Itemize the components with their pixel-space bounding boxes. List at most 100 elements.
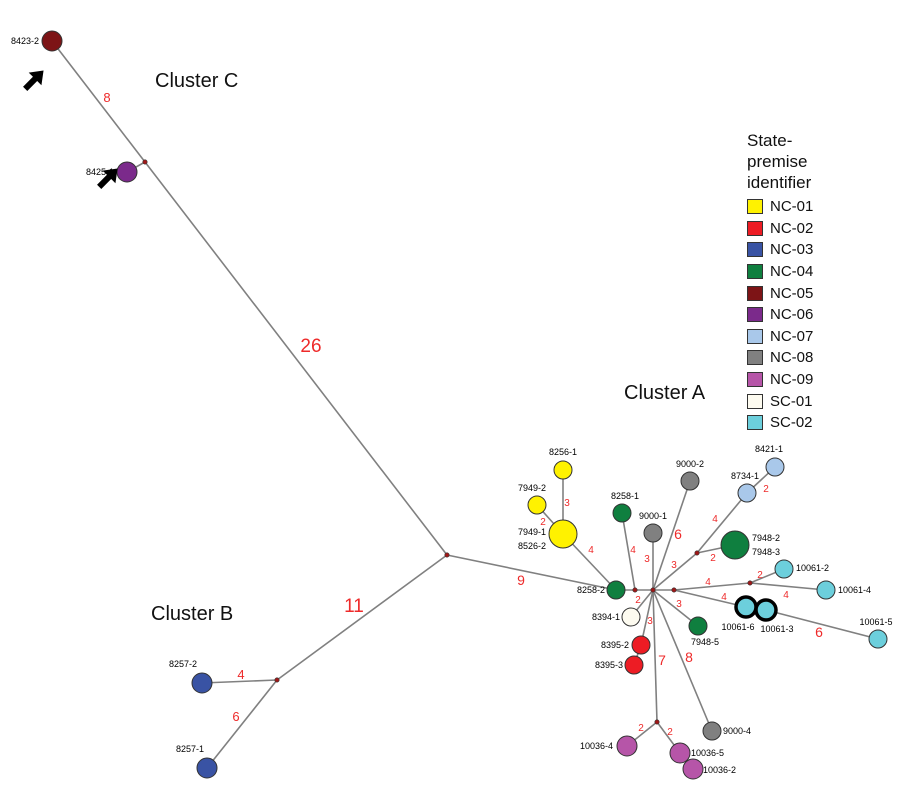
edge-weight-label: 9 bbox=[517, 572, 525, 588]
isolate-node[interactable] bbox=[643, 523, 663, 543]
edge-weight-label: 4 bbox=[237, 667, 244, 682]
isolate-node[interactable] bbox=[631, 635, 651, 655]
isolate-label: 9000-1 bbox=[639, 511, 667, 521]
edge-weight-label: 4 bbox=[588, 545, 594, 556]
isolate-node[interactable] bbox=[682, 758, 704, 780]
legend-swatch bbox=[747, 307, 763, 323]
isolate-node[interactable] bbox=[527, 495, 547, 515]
isolate-label: 8258-1 bbox=[611, 491, 639, 501]
edge-weight-label: 4 bbox=[783, 590, 789, 601]
legend-label: NC-03 bbox=[770, 241, 814, 259]
isolate-label: 10036-5 bbox=[691, 748, 724, 758]
isolate-node[interactable] bbox=[765, 457, 785, 477]
hypothetical-node bbox=[142, 159, 148, 165]
tree-edge bbox=[446, 554, 617, 591]
cluster-a-label: Cluster A bbox=[624, 382, 706, 404]
tree-edge bbox=[201, 679, 278, 684]
isolate-node[interactable] bbox=[737, 483, 757, 503]
isolate-node[interactable] bbox=[720, 530, 750, 560]
isolate-label: 7948-2 bbox=[752, 533, 780, 543]
isolate-node[interactable] bbox=[702, 721, 722, 741]
legend-item: NC-01 bbox=[747, 196, 837, 218]
isolate-label: 8395-2 bbox=[601, 640, 629, 650]
isolate-label: 8425-1 bbox=[86, 167, 114, 177]
tree-edge bbox=[673, 589, 747, 608]
isolate-label: 10061-3 bbox=[760, 624, 793, 634]
arrow-icon bbox=[97, 168, 118, 189]
legend-title-line: identifier bbox=[747, 173, 812, 192]
edge-weight-label: 4 bbox=[630, 545, 636, 556]
isolate-label: 10036-2 bbox=[703, 765, 736, 775]
legend-item: NC-09 bbox=[747, 369, 837, 391]
isolate-node[interactable] bbox=[191, 672, 213, 694]
isolate-label: 10036-4 bbox=[580, 741, 613, 751]
tree-edge bbox=[652, 589, 658, 723]
isolate-label: 8423-2 bbox=[11, 36, 39, 46]
edge-weight-label: 7 bbox=[658, 652, 666, 668]
legend-label: NC-06 bbox=[770, 306, 814, 324]
isolate-node[interactable] bbox=[680, 471, 700, 491]
isolate-node[interactable] bbox=[116, 161, 138, 183]
legend-item: SC-02 bbox=[747, 412, 837, 434]
isolate-node[interactable] bbox=[734, 595, 758, 619]
isolate-label: 8734-1 bbox=[731, 471, 759, 481]
cluster-c-label: Cluster C bbox=[155, 70, 238, 92]
edge-weight-label: 3 bbox=[564, 498, 570, 509]
legend-item: NC-08 bbox=[747, 347, 837, 369]
isolate-label: 10061-2 bbox=[796, 563, 829, 573]
isolate-node[interactable] bbox=[612, 503, 632, 523]
hypothetical-node bbox=[274, 677, 280, 683]
legend-label: SC-02 bbox=[770, 414, 813, 432]
isolate-label: 7949-1 bbox=[518, 527, 546, 537]
legend-item: NC-07 bbox=[747, 326, 837, 348]
isolate-node[interactable] bbox=[754, 598, 778, 622]
legend-swatch bbox=[747, 350, 763, 366]
isolate-node[interactable] bbox=[196, 757, 218, 779]
isolate-node[interactable] bbox=[816, 580, 836, 600]
edge-weight-label: 2 bbox=[757, 570, 763, 581]
hypothetical-node bbox=[632, 587, 638, 593]
tree-edge bbox=[652, 589, 713, 732]
legend-label: NC-01 bbox=[770, 198, 814, 216]
tree-edge bbox=[51, 40, 146, 163]
isolate-node[interactable] bbox=[868, 629, 888, 649]
hypothetical-node bbox=[747, 580, 753, 586]
edge-weight-label: 3 bbox=[647, 616, 653, 627]
tree-edge bbox=[749, 582, 827, 591]
isolate-node[interactable] bbox=[41, 30, 63, 52]
isolate-node[interactable] bbox=[548, 519, 578, 549]
edge-weight-label: 4 bbox=[721, 592, 727, 603]
isolate-label: 7949-2 bbox=[518, 483, 546, 493]
isolate-node[interactable] bbox=[621, 607, 641, 627]
edge-weight-label: 3 bbox=[676, 599, 682, 610]
legend-label: SC-01 bbox=[770, 392, 813, 410]
hypothetical-node bbox=[694, 550, 700, 556]
legend-swatch bbox=[747, 285, 763, 301]
arrow-icon bbox=[23, 70, 44, 91]
edge-weight-label: 3 bbox=[644, 554, 650, 565]
edge-weight-label: 2 bbox=[635, 595, 641, 606]
legend-swatch bbox=[747, 372, 763, 388]
isolate-label: 8256-1 bbox=[549, 447, 577, 457]
edge-weight-label: 6 bbox=[674, 526, 682, 542]
isolate-node[interactable] bbox=[688, 616, 708, 636]
tree-edge bbox=[621, 512, 636, 591]
legend-swatch bbox=[747, 220, 763, 236]
isolate-label: 8257-2 bbox=[169, 659, 197, 669]
edge-weight-label: 2 bbox=[638, 723, 644, 734]
isolate-node[interactable] bbox=[669, 742, 691, 764]
isolate-node[interactable] bbox=[606, 580, 626, 600]
edge-weight-label: 3 bbox=[671, 560, 677, 571]
legend-item: NC-02 bbox=[747, 218, 837, 240]
legend-swatch bbox=[747, 415, 763, 431]
isolate-label: 8257-1 bbox=[176, 744, 204, 754]
isolate-node[interactable] bbox=[616, 735, 638, 757]
edge-weight-label: 26 bbox=[300, 336, 321, 357]
legend-label: NC-04 bbox=[770, 263, 814, 281]
cluster-b-label: Cluster B bbox=[151, 603, 233, 625]
edge-weight-label: 2 bbox=[710, 553, 716, 564]
isolate-node[interactable] bbox=[553, 460, 573, 480]
isolate-node[interactable] bbox=[624, 655, 644, 675]
isolate-node[interactable] bbox=[774, 559, 794, 579]
